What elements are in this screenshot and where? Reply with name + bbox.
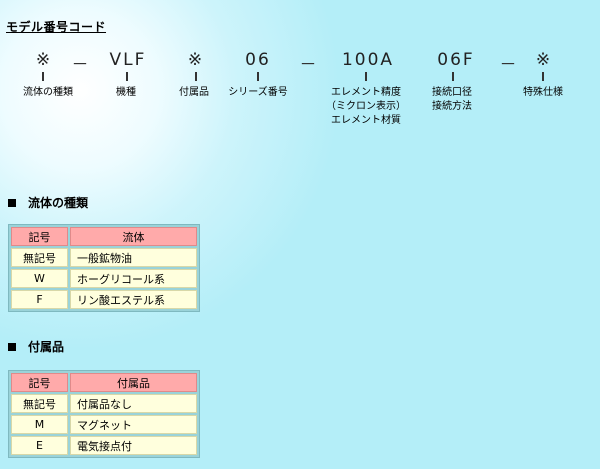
code-dash: － xyxy=(499,55,517,75)
code-series: 06 xyxy=(245,50,271,70)
table-header-row: 記号 付属品 xyxy=(11,373,197,392)
table-row: 無記号 一般鉱物油 xyxy=(11,248,197,267)
square-bullet-icon xyxy=(8,342,16,351)
code-connection: 06F xyxy=(437,50,475,70)
table-cell-code: W xyxy=(11,269,68,288)
code-model: VLF xyxy=(109,50,147,70)
code-special: ※ xyxy=(535,50,553,70)
table-header-row: 記号 流体 xyxy=(11,227,197,246)
table-cell-code: M xyxy=(11,415,68,434)
table-row: 無記号 付属品なし xyxy=(11,394,197,413)
table-cell-code: 無記号 xyxy=(11,248,68,267)
table-cell-code: E xyxy=(11,436,68,455)
table-row: E 電気接点付 xyxy=(11,436,197,455)
caption-special: 特殊仕様 xyxy=(523,87,563,98)
caption-fluid-type: 流体の種類 xyxy=(23,87,73,98)
section-heading-fluid: 流体の種類 xyxy=(8,194,88,211)
caption-accessory: 付属品 xyxy=(179,87,209,98)
table-cell-code: 無記号 xyxy=(11,394,68,413)
column-header: 記号 xyxy=(11,227,68,246)
code-accessory: ※ xyxy=(187,50,205,70)
table-row: M マグネット xyxy=(11,415,197,434)
table-row: F リン酸エステル系 xyxy=(11,290,197,309)
code-dash: － xyxy=(71,55,89,75)
table-cell-value: ホーグリコール系 xyxy=(70,269,197,288)
table-row: W ホーグリコール系 xyxy=(11,269,197,288)
column-header: 記号 xyxy=(11,373,68,392)
square-bullet-icon xyxy=(8,198,16,207)
caption-series: シリーズ番号 xyxy=(228,87,288,98)
code-tick xyxy=(257,72,259,81)
caption-model: 機種 xyxy=(116,87,136,98)
table-cell-code: F xyxy=(11,290,68,309)
page-title: モデル番号コード xyxy=(6,20,107,34)
table-cell-value: マグネット xyxy=(70,415,197,434)
table-cell-value: 電気接点付 xyxy=(70,436,197,455)
code-tick xyxy=(365,72,367,81)
code-tick xyxy=(126,72,128,81)
section-heading-accessory: 付属品 xyxy=(8,338,64,355)
code-tick xyxy=(452,72,454,81)
code-tick xyxy=(42,72,44,81)
column-header: 流体 xyxy=(70,227,197,246)
table-cell-value: リン酸エステル系 xyxy=(70,290,197,309)
table-cell-value: 付属品なし xyxy=(70,394,197,413)
code-fluid-type: ※ xyxy=(35,50,53,70)
fluid-type-table: 記号 流体 無記号 一般鉱物油 W ホーグリコール系 F リン酸エステル系 xyxy=(8,224,200,312)
code-tick xyxy=(195,72,197,81)
table-cell-value: 一般鉱物油 xyxy=(70,248,197,267)
column-header: 付属品 xyxy=(70,373,197,392)
accessory-table: 記号 付属品 無記号 付属品なし M マグネット E 電気接点付 xyxy=(8,370,200,458)
code-element: 100A xyxy=(341,50,395,70)
caption-element: エレメント精度 （ミクロン表示） エレメント材質 xyxy=(326,87,406,126)
model-code-row: ※ － VLF ※ 06 － 100A 06F － ※ xyxy=(0,50,600,75)
code-tick xyxy=(542,72,544,81)
caption-connection: 接続口径 接続方法 xyxy=(432,87,472,112)
code-dash: － xyxy=(299,55,317,75)
